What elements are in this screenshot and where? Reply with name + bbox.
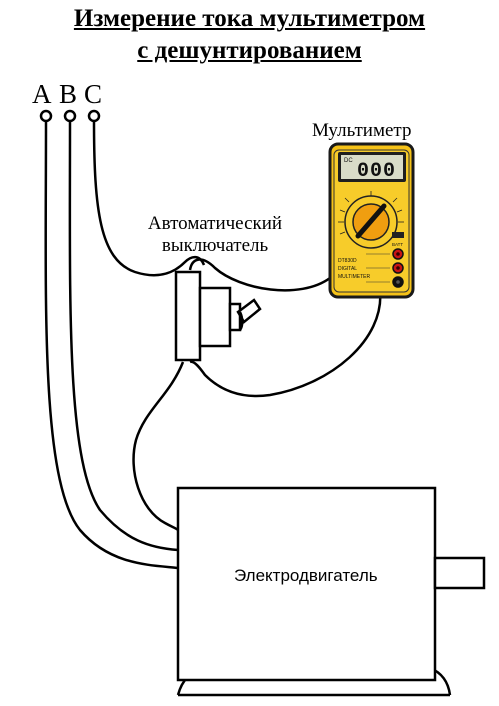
wire-phase-a (44, 120, 179, 570)
brand-line1: DIGITAL (338, 266, 357, 272)
breaker-body (174, 270, 202, 362)
batt-label: BATT (392, 242, 403, 247)
terminal-c (87, 109, 101, 123)
terminal-b (63, 109, 77, 123)
breaker-label: Автоматический выключатель (130, 213, 300, 257)
wire-phase-c-to-breaker (92, 120, 206, 277)
motor-shaft (433, 556, 486, 590)
motor-body (176, 486, 437, 682)
model-label: DT830D (338, 258, 357, 264)
multimeter-display (341, 155, 403, 179)
phase-terminals (39, 109, 101, 123)
breaker-label-line1: Автоматический (147, 213, 283, 234)
multimeter-sockets (392, 248, 404, 288)
dial-ticks (338, 191, 404, 235)
diagram-title-line1: Измерение тока мультиметром (73, 5, 426, 32)
brand-line2: MULTIMETER (338, 274, 371, 280)
phase-label-c: C (84, 79, 103, 109)
breaker-label-line2: выключатель (161, 235, 269, 256)
breaker-side-block (198, 286, 232, 348)
display-mode: DC (344, 158, 353, 164)
display-reading: 000 (357, 160, 396, 183)
wire-breaker-top-to-multimeter (188, 258, 331, 292)
wire-phase-b (68, 120, 179, 552)
electric-motor (176, 486, 486, 696)
motor-label: Электродвигатель (234, 566, 378, 585)
wire-multimeter-to-breaker-bottom (189, 289, 382, 398)
wire-breaker-to-motor (132, 361, 185, 531)
phase-label-a: A (32, 79, 52, 109)
wires (44, 120, 382, 570)
phase-label-b: B (59, 79, 78, 109)
circuit-breaker (174, 270, 262, 362)
diagram-title-line2: с дешунтированием (137, 37, 362, 64)
multimeter-label: Мультиметр (312, 120, 412, 141)
dial-pointer (355, 203, 387, 239)
multimeter: DC 000 BATT DT830D DIGITAL MULTIMETER (328, 142, 415, 299)
breaker-lever-base (228, 302, 242, 332)
socket-markings (366, 253, 390, 283)
terminal-a (39, 109, 53, 123)
